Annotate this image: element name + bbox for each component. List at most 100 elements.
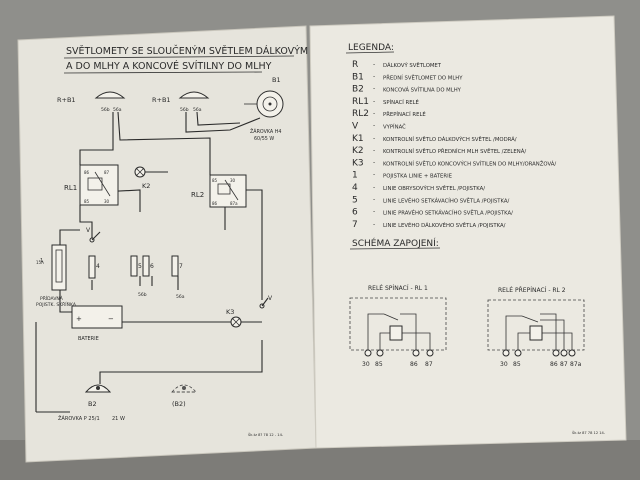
label-battery: BATERIE [78,336,99,342]
legend-dash: - [373,221,375,228]
legend-description: POJISTKA LINIE + BATERIE [383,174,453,180]
label-k3: K3 [226,308,234,316]
legend-code: B1 [352,72,364,82]
label-k2: K2 [142,182,150,190]
label-fuse1: 1 [40,258,43,264]
legend-code: K2 [352,146,364,156]
legend-description: KONTROLNÍ SVĚTLO KONCOVÝCH SVÍTILEN DO M… [383,159,556,167]
label-rl2: RL2 [191,191,204,199]
label-rb1-left: R+B1 [57,96,76,104]
switch-v [89,231,101,243]
svg-text:85: 85 [212,178,218,183]
svg-text:15A: 15A [36,260,44,265]
label-bulb-h4-line1: ŽÁROVKA H4 [250,127,281,135]
relay1-pin-1: 30 [362,361,370,368]
rear-lamp-b2-optional [171,384,197,393]
fuse-7 [171,255,179,277]
left-page-title-line2: A DO MLHY A KONCOVÉ SVÍTILNY DO MLHY [66,60,272,72]
legend-code: 6 [352,208,358,218]
legend-description: DÁLKOVÝ SVĚTLOMET [383,61,442,69]
svg-text:30: 30 [104,199,110,204]
label-fuse5: 5 [138,263,142,270]
label-b2: B2 [88,400,97,408]
relay1-title: RELÉ SPÍNACÍ - RL 1 [368,284,428,292]
relay1-pin-2: 85 [375,361,383,368]
legend-description: KONTROLNÍ SVĚTLO PŘEDNÍCH MLH SVĚTEL /ZE… [383,147,526,155]
legend-description: PŘEDNÍ SVĚTLOMET DO MLHY [383,73,463,81]
legend-code: 7 [352,220,358,230]
relay-rl2: 85 30 86 87a [209,174,247,208]
legend-dash: - [373,86,375,93]
legend-description: LINIE LEVÉHO DÁLKOVÉHO SVĚTLA /POJISTKA/ [383,221,506,229]
indicator-k2 [134,166,146,178]
svg-text:+: + [76,315,82,323]
legend-description: PŘEPÍNACÍ RELÉ [383,110,426,118]
svg-text:30: 30 [230,178,236,183]
fog-lamp-b1 [244,90,284,118]
svg-text:87a: 87a [230,201,238,206]
left-page: SVĚTLOMETY SE SLOUČENÝM SVĚTLEM DÁLKOVÝM… [17,25,317,463]
label-v: V [86,227,91,234]
label-bulb-h4-line2: 60/55 W [254,136,274,142]
relay2-pin-3: 86 [550,361,558,368]
legend-dash: - [373,147,375,154]
relay2-pin-4: 87 [560,361,568,368]
legend-code: 1 [352,171,358,181]
legend-code: B2 [352,85,364,95]
legend-code: K1 [352,134,364,144]
label-fuse7: 7 [179,263,183,270]
legend-code: R [352,60,358,70]
relay1-pin-4: 87 [425,361,433,368]
schema-title: SCHÉMA ZAPOJENÍ: [352,237,439,249]
battery: + − [71,305,123,329]
svg-text:86: 86 [84,170,90,175]
legend: R - DÁLKOVÝ SVĚTLOMET B1 - PŘEDNÍ SVĚTLOMET D… [352,60,556,230]
legend-code: K3 [352,158,364,168]
legend-description: VYPÍNAČ [383,124,406,131]
left-page-title-line1: SVĚTLOMETY SE SLOUČENÝM SVĚTLEM DÁLKOVÝM [66,45,308,57]
legend-description: KONCOVÁ SVÍTILNA DO MLHY [383,87,462,94]
svg-text:−: − [108,315,114,323]
label-b2-paren: (B2) [172,400,186,408]
legend-code: 4 [352,183,358,193]
label-rb1-right: R+B1 [152,96,171,104]
svg-text:87: 87 [104,170,110,175]
svg-text:56a: 56a [113,107,122,113]
relay1-schematic [349,297,447,357]
indicator-k3 [230,316,242,328]
relay2-title: RELÉ PŘEPÍNACÍ - RL 2 [498,286,566,294]
svg-text:56a: 56a [193,107,202,113]
legend-dash: - [373,196,375,203]
relay2-pin-5: 87a [570,361,582,368]
legend-dash: - [373,159,375,166]
legend-dash: - [373,209,375,216]
relay-rl1: 86 87 85 30 [79,164,119,206]
svg-text:56b: 56b [101,107,110,113]
label-b1: B1 [272,76,281,84]
fuse-4 [88,255,96,279]
label-v-small: V [268,295,273,302]
label-bulb-p25-left: ŽÁROVKA P 25/1 [58,414,100,422]
legend-dash: - [373,123,375,130]
relay2-pin-2: 85 [513,361,521,368]
svg-text:86: 86 [212,201,218,206]
legend-description: KONTROLNÍ SVĚTLO DÁLKOVÝCH SVĚTEL /MODRÁ… [383,135,517,143]
svg-text:85: 85 [84,199,90,204]
label-pin-56b: 56b [138,292,147,298]
label-fuse6: 6 [150,263,154,270]
legend-dash: - [373,135,375,142]
legend-dash: - [373,98,375,105]
right-page-footer: Šk-tz 87 78 12 14- [572,430,606,435]
relay2-schematic [487,299,585,357]
legend-description: LINIE PRAVÉHO SETKÁVACÍHO SVĚTLA /POJIST… [383,209,513,217]
legend-code: 5 [352,195,358,205]
legend-dash: - [373,184,375,191]
legend-description: LINIE LEVÉHO SETKÁVACÍHO SVĚTLA /POJISTK… [383,196,510,204]
legend-dash: - [373,61,375,68]
relay2-pin-1: 30 [500,361,508,368]
legend-description: SPÍNACÍ RELÉ [383,98,420,106]
legend-code: RL1 [352,97,369,107]
